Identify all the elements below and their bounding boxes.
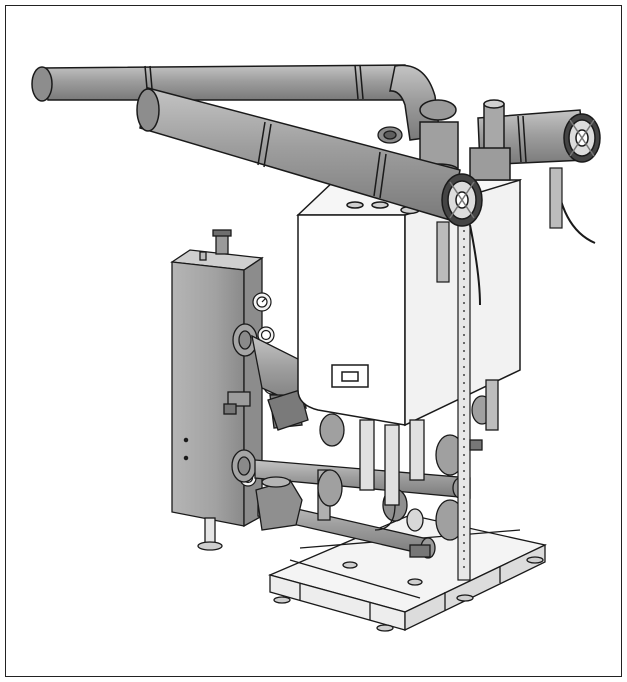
valve-handles	[223, 403, 483, 558]
support-post	[457, 209, 471, 581]
pump-valve	[255, 389, 309, 531]
tank-flanges	[227, 323, 258, 483]
air-intake-grille-front	[441, 173, 483, 227]
under-boiler-pipes	[359, 379, 499, 531]
flue-fitting	[377, 126, 403, 144]
air-intake-grille-right	[563, 113, 601, 163]
flue-pipe-rear	[31, 64, 422, 102]
hydraulic-separator-tank	[170, 229, 264, 551]
condensate-drain-hoses	[436, 167, 596, 306]
flue-pipe-right	[469, 99, 586, 181]
base-frame	[268, 514, 547, 632]
